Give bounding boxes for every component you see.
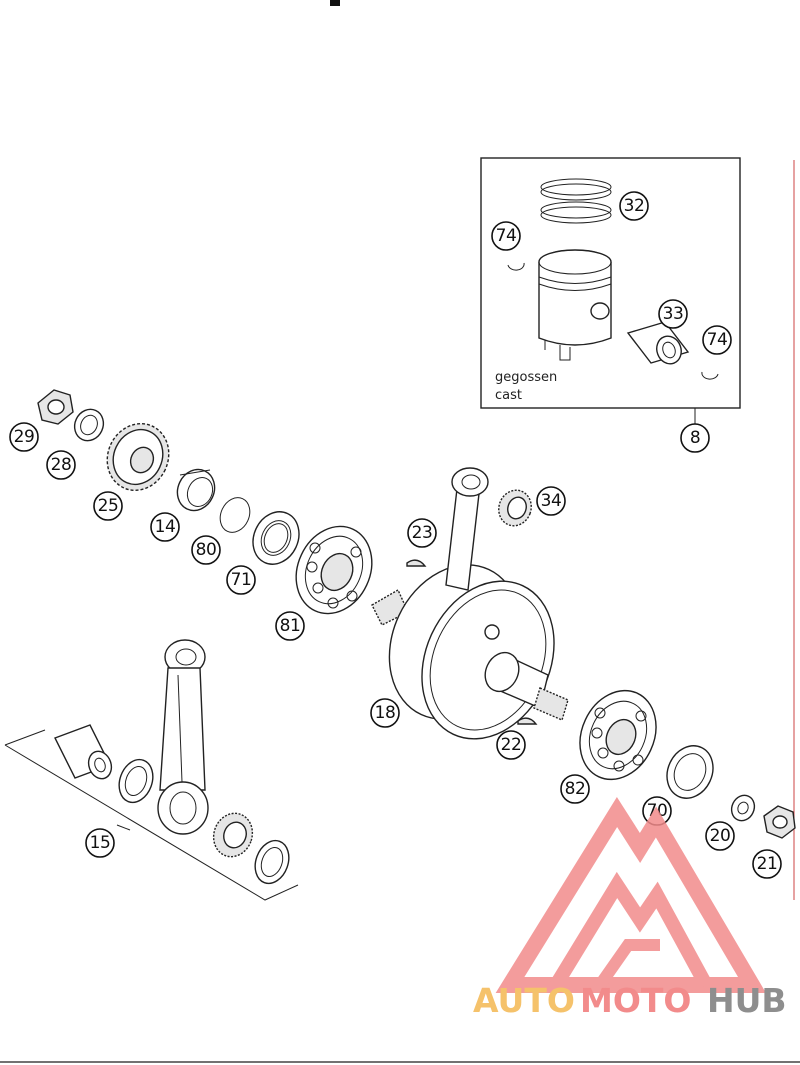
svg-text:23: 23 xyxy=(412,523,433,543)
callout-8: 8 xyxy=(680,423,710,453)
ball-bearing-left xyxy=(295,525,373,615)
svg-text:18: 18 xyxy=(375,703,396,723)
callout-32: 32 xyxy=(619,191,649,221)
piston xyxy=(538,249,612,361)
inset-note-cast: cast xyxy=(495,388,522,403)
piston-rings xyxy=(540,178,612,224)
svg-text:34: 34 xyxy=(541,491,562,511)
callout-29: 29 xyxy=(9,422,39,452)
svg-text:14: 14 xyxy=(155,517,176,537)
circlip-left xyxy=(507,262,525,271)
svg-text:21: 21 xyxy=(757,854,778,874)
callout-74-left: 74 xyxy=(491,221,521,251)
callout-23: 23 xyxy=(407,518,437,548)
washer-right xyxy=(730,794,756,822)
shaft-seal-right xyxy=(666,745,714,799)
svg-text:81: 81 xyxy=(280,616,301,636)
svg-text:32: 32 xyxy=(624,196,645,216)
piston-inset-box: gegossen cast xyxy=(480,157,741,425)
callout-81: 81 xyxy=(275,611,305,641)
callout-34: 34 xyxy=(536,486,566,516)
svg-text:22: 22 xyxy=(501,735,522,755)
piston-pin xyxy=(626,321,690,365)
callout-25: 25 xyxy=(93,491,123,521)
callout-74-right: 74 xyxy=(702,325,732,355)
svg-text:29: 29 xyxy=(14,427,35,447)
crankshaft xyxy=(371,467,569,740)
spacer-bushing xyxy=(176,468,216,512)
callout-21: 21 xyxy=(752,849,782,879)
svg-text:8: 8 xyxy=(690,428,700,448)
svg-text:15: 15 xyxy=(90,833,111,853)
callout-22: 22 xyxy=(496,730,526,760)
o-ring xyxy=(219,497,251,533)
svg-text:71: 71 xyxy=(231,570,252,590)
svg-text:MOTO: MOTO xyxy=(580,981,691,1020)
nut xyxy=(37,389,74,425)
callout-80: 80 xyxy=(191,535,221,565)
svg-text:33: 33 xyxy=(663,304,684,324)
callout-14: 14 xyxy=(150,512,180,542)
svg-text:74: 74 xyxy=(707,330,728,350)
callout-20: 20 xyxy=(705,821,735,851)
callout-15: 15 xyxy=(85,828,115,858)
shaft-seal xyxy=(252,511,300,565)
callout-33: 33 xyxy=(658,299,688,329)
woodruff-key-upper xyxy=(406,559,427,567)
circlip-right xyxy=(701,371,719,380)
inset-note-gegossen: gegossen xyxy=(495,370,557,385)
svg-text:AUTO: AUTO xyxy=(473,981,575,1020)
nut-right xyxy=(763,805,796,839)
callout-82: 82 xyxy=(560,774,590,804)
callout-18: 18 xyxy=(370,698,400,728)
title-fragment xyxy=(330,0,340,6)
svg-text:28: 28 xyxy=(51,455,72,475)
svg-text:82: 82 xyxy=(565,779,586,799)
watermark-logo xyxy=(495,796,766,993)
primary-gear xyxy=(106,422,170,492)
svg-text:74: 74 xyxy=(496,226,517,246)
washer xyxy=(73,408,105,442)
ball-bearing-right xyxy=(579,689,657,781)
needle-bearing-small-end xyxy=(498,489,532,527)
callout-71: 71 xyxy=(226,565,256,595)
svg-text:HUB: HUB xyxy=(707,981,787,1020)
callout-28: 28 xyxy=(46,450,76,480)
svg-text:80: 80 xyxy=(196,540,217,560)
conrod-kit xyxy=(4,639,299,901)
svg-text:25: 25 xyxy=(98,496,119,516)
svg-text:20: 20 xyxy=(710,826,731,846)
watermark-text: AUTO MOTO HUB xyxy=(473,981,787,1020)
